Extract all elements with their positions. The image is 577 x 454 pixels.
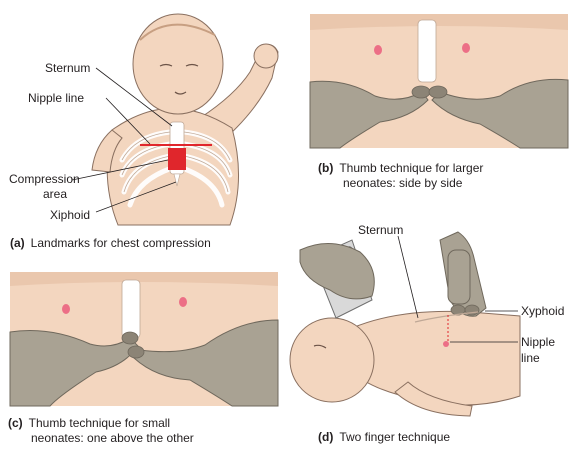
label-sternum-d: Sternum — [358, 223, 403, 237]
caption-d-letter: (d) — [318, 430, 333, 444]
caption-c-letter: (c) — [8, 416, 23, 430]
caption-c-line1: (c) Thumb technique for small — [8, 416, 170, 430]
label-compression-a: Compression — [9, 172, 80, 186]
panel-c-illustration — [10, 272, 278, 406]
panel-a-illustration — [72, 14, 278, 225]
caption-a-text: Landmarks for chest compression — [31, 236, 211, 250]
panel-b-illustration — [310, 14, 568, 148]
caption-b-line2: neonates: side by side — [343, 176, 463, 190]
caption-a-letter: (a) — [10, 236, 25, 250]
caption-c-line2: neonates: one above the other — [31, 431, 194, 445]
caption-b-letter: (b) — [318, 161, 333, 175]
label-nipple-d: Nipple — [521, 335, 555, 349]
label-nipple-line-a: Nipple line — [28, 91, 84, 105]
caption-c-text-1: Thumb technique for small — [29, 416, 170, 430]
caption-d-text: Two finger technique — [339, 430, 450, 444]
panel-d-illustration — [290, 232, 520, 416]
label-xiphoid-a: Xiphoid — [50, 208, 90, 222]
label-compression-area-a: area — [43, 187, 67, 201]
caption-a: (a) Landmarks for chest compression — [10, 236, 211, 250]
label-sternum-a: Sternum — [45, 61, 90, 75]
caption-b-text-1: Thumb technique for larger — [339, 161, 483, 175]
caption-d: (d) Two finger technique — [318, 430, 450, 444]
caption-b-line1: (b) Thumb technique for larger — [318, 161, 483, 175]
label-xyphoid-d: Xyphoid — [521, 304, 564, 318]
label-nipple-line-d: line — [521, 351, 540, 365]
